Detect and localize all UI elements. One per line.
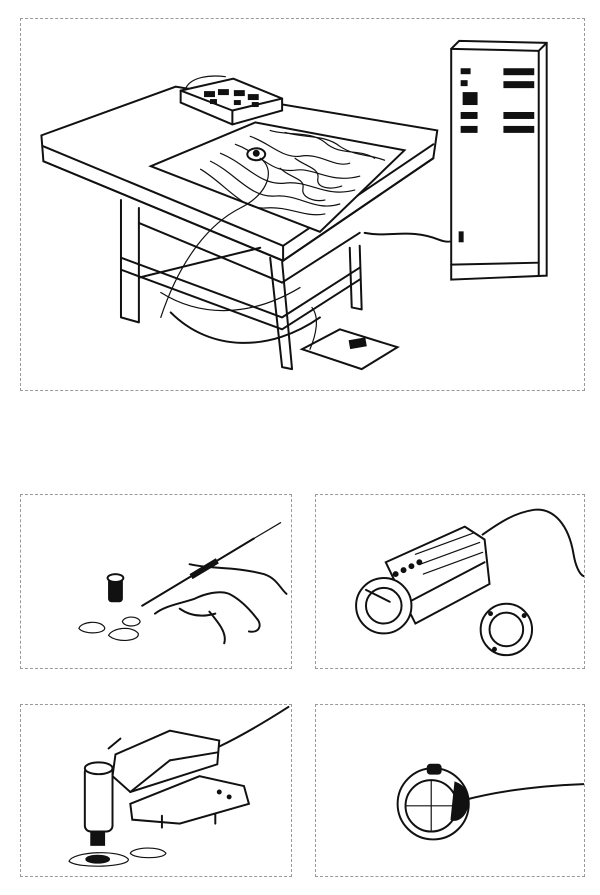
pen-cursor-panel (20, 494, 292, 669)
cursor-lens-ring (355, 577, 413, 635)
puck-cursor-drawing (396, 763, 584, 841)
tracer-base (129, 775, 251, 829)
multi-button-cursor-panel (315, 494, 585, 669)
traced-shapes (78, 616, 141, 641)
tracer-cable (218, 705, 290, 748)
spare-lens-ring (479, 602, 534, 657)
digitizing-table-drawing (40, 39, 548, 371)
electronics-cabinet (450, 39, 548, 281)
traced-shapes (68, 847, 167, 867)
puck-crosshair-lens (404, 779, 458, 833)
foot-switch-pedal (299, 306, 400, 371)
puck-body (396, 763, 470, 841)
puck-cable (463, 783, 584, 801)
lens-tracer-drawing (68, 705, 290, 867)
contour-map-sheet (148, 121, 407, 234)
table-frame (119, 199, 363, 371)
multi-button-cursor-drawing (355, 508, 584, 657)
puck-cursor-panel (315, 704, 585, 877)
puck-cursor-on-map (160, 147, 269, 318)
cursor-cable (481, 508, 584, 578)
pen-cursor-drawing (78, 522, 288, 645)
drawing-hand (154, 563, 288, 645)
digitizing-table-illustration (20, 18, 585, 391)
pen-stylus (141, 522, 282, 607)
desk-console (179, 75, 284, 126)
pen-magnifier-lens (106, 573, 125, 603)
interface-cable (363, 230, 466, 243)
lens-footprint (85, 854, 111, 864)
lens-tracer-panel (20, 704, 292, 877)
tracer-lens-column (83, 737, 122, 846)
